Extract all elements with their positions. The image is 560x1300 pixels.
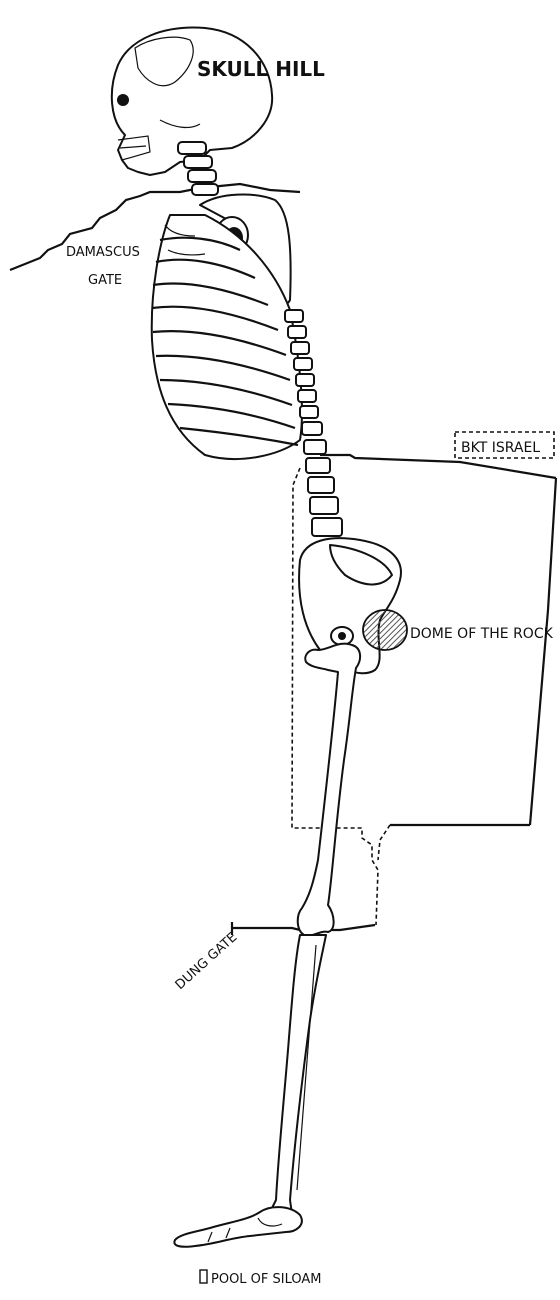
pool-marker-icon [200,1270,207,1283]
label-dung-gate: DUNG GATE [173,930,241,993]
bkt-israel-text: BKT ISRAEL [461,440,540,456]
pool-of-siloam-text: POOL OF SILOAM [211,1272,322,1287]
label-bkt-israel: BKT ISRAEL [455,432,554,458]
femur [298,644,360,936]
label-skull-hill: SKULL HILL [197,57,325,81]
skeleton-figure [112,28,407,1247]
label-dome-of-the-rock: DOME OF THE ROCK [410,626,554,642]
label-pool-of-siloam: POOL OF SILOAM [200,1270,322,1287]
foot [174,1207,301,1247]
label-damascus-gate-line2: GATE [88,273,122,288]
label-damascus-gate-line1: DAMASCUS [66,245,140,260]
